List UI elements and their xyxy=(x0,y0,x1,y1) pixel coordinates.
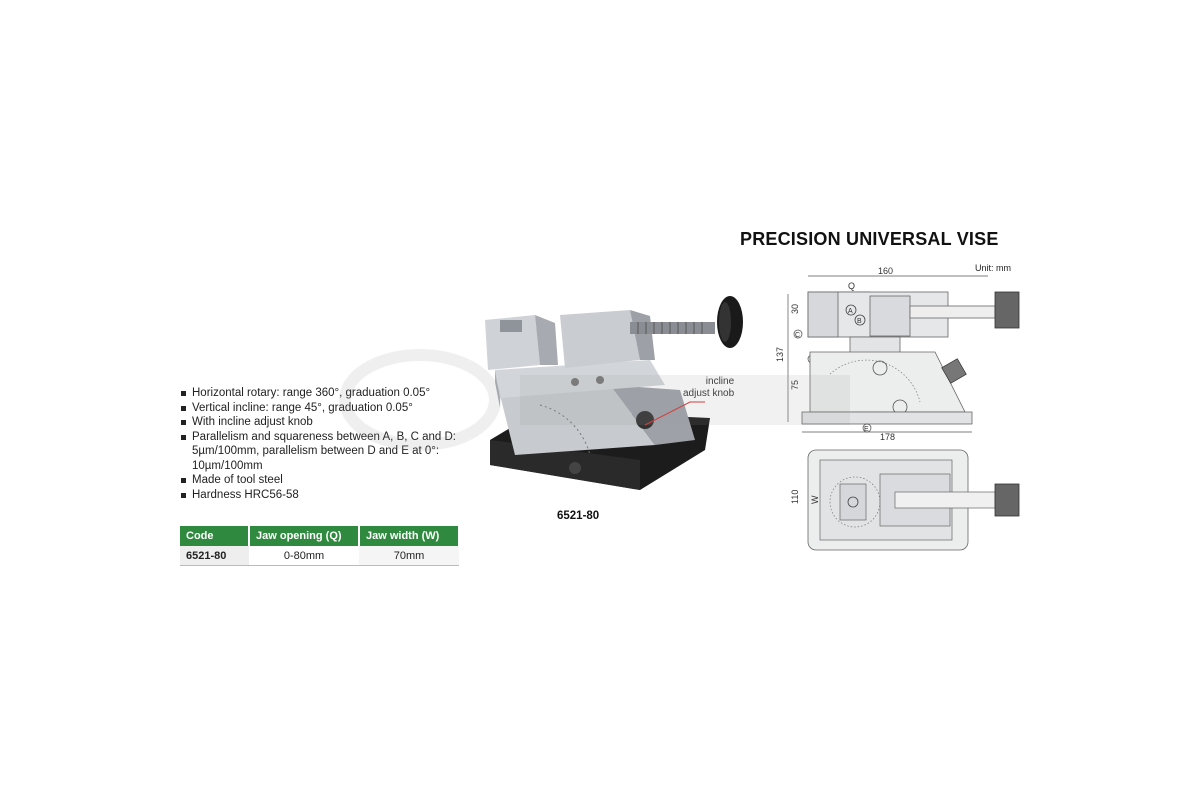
ref-a: A xyxy=(848,308,853,315)
callout-line: adjust knob xyxy=(683,388,735,399)
dim-160: 160 xyxy=(878,266,893,276)
technical-drawing: 160 Q 30 137 75 A B C D E 178 110 W xyxy=(775,266,1020,551)
header-jaw-width: Jaw width (W) xyxy=(359,526,460,546)
feature-item: Made of tool steel xyxy=(180,473,470,488)
table-header-row: Code Jaw opening (Q) Jaw width (W) xyxy=(180,526,460,546)
ref-c: C xyxy=(795,332,800,339)
cell-jaw-opening: 0-80mm xyxy=(249,546,359,566)
callout-leader-line xyxy=(644,401,705,426)
callout-line: incline xyxy=(705,376,735,387)
dim-75: 75 xyxy=(790,380,800,390)
dim-30: 30 xyxy=(790,304,800,314)
feature-item: Parallelism and squareness between A, B,… xyxy=(180,430,470,474)
dim-w: W xyxy=(810,495,820,504)
unit-label: Unit: mm xyxy=(975,263,1011,273)
table-row: 6521-80 0-80mm 70mm xyxy=(180,546,459,566)
incline-knob-callout: incline adjust knob xyxy=(683,376,734,400)
feature-list: Horizontal rotary: range 360°, graduatio… xyxy=(180,386,470,502)
ref-b: B xyxy=(857,318,862,325)
feature-item: Horizontal rotary: range 360°, graduatio… xyxy=(180,386,470,401)
vise-product-image xyxy=(485,296,743,490)
dim-q: Q xyxy=(848,281,855,291)
dim-110: 110 xyxy=(790,490,800,504)
feature-item: With incline adjust knob xyxy=(180,415,470,430)
ref-e: E xyxy=(864,426,869,433)
spec-table: Code Jaw opening (Q) Jaw width (W) 6521-… xyxy=(180,526,460,566)
dim-137: 137 xyxy=(775,347,785,362)
dim-178: 178 xyxy=(880,432,895,442)
feature-item: Vertical incline: range 45°, graduation … xyxy=(180,401,470,416)
cell-jaw-width: 70mm xyxy=(359,546,459,566)
cell-code: 6521-80 xyxy=(180,546,249,566)
header-code: Code xyxy=(180,526,250,546)
header-jaw-opening: Jaw opening (Q) xyxy=(249,526,360,546)
product-code-label: 6521-80 xyxy=(557,510,600,522)
page-title: PRECISION UNIVERSAL VISE xyxy=(740,229,999,249)
feature-item: Hardness HRC56-58 xyxy=(180,488,470,503)
